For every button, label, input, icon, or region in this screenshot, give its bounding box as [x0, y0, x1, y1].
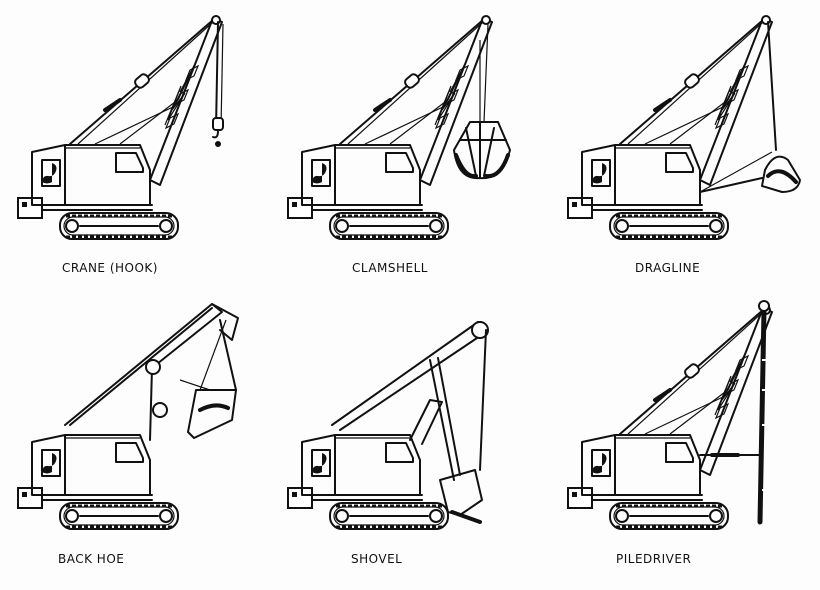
- crane-hook-drawing: [16, 14, 224, 241]
- panel-label: CLAMSHELL: [352, 261, 428, 275]
- back-hoe-drawing: [16, 303, 239, 531]
- panel-label: SHOVEL: [351, 552, 403, 566]
- clamshell-drawing: [286, 14, 511, 241]
- shovel-drawing: [286, 321, 489, 531]
- panel-label: BACK HOE: [58, 552, 125, 566]
- panel-label: PILEDRIVER: [616, 552, 692, 566]
- piledriver-drawing: [566, 300, 774, 531]
- panel-label: CRANE (HOOK): [62, 261, 158, 275]
- panel-label: DRAGLINE: [635, 261, 701, 275]
- dragline-drawing: [566, 14, 801, 241]
- panel-piledriver: PILEDRIVER: [550, 290, 820, 585]
- panel-clamshell: CLAMSHELL: [270, 0, 543, 295]
- panel-back-hoe: BACK HOE: [0, 290, 273, 585]
- panel-crane-hook: CRANE (HOOK): [0, 0, 273, 295]
- panel-dragline: DRAGLINE: [550, 0, 820, 295]
- panel-shovel: SHOVEL: [270, 290, 543, 585]
